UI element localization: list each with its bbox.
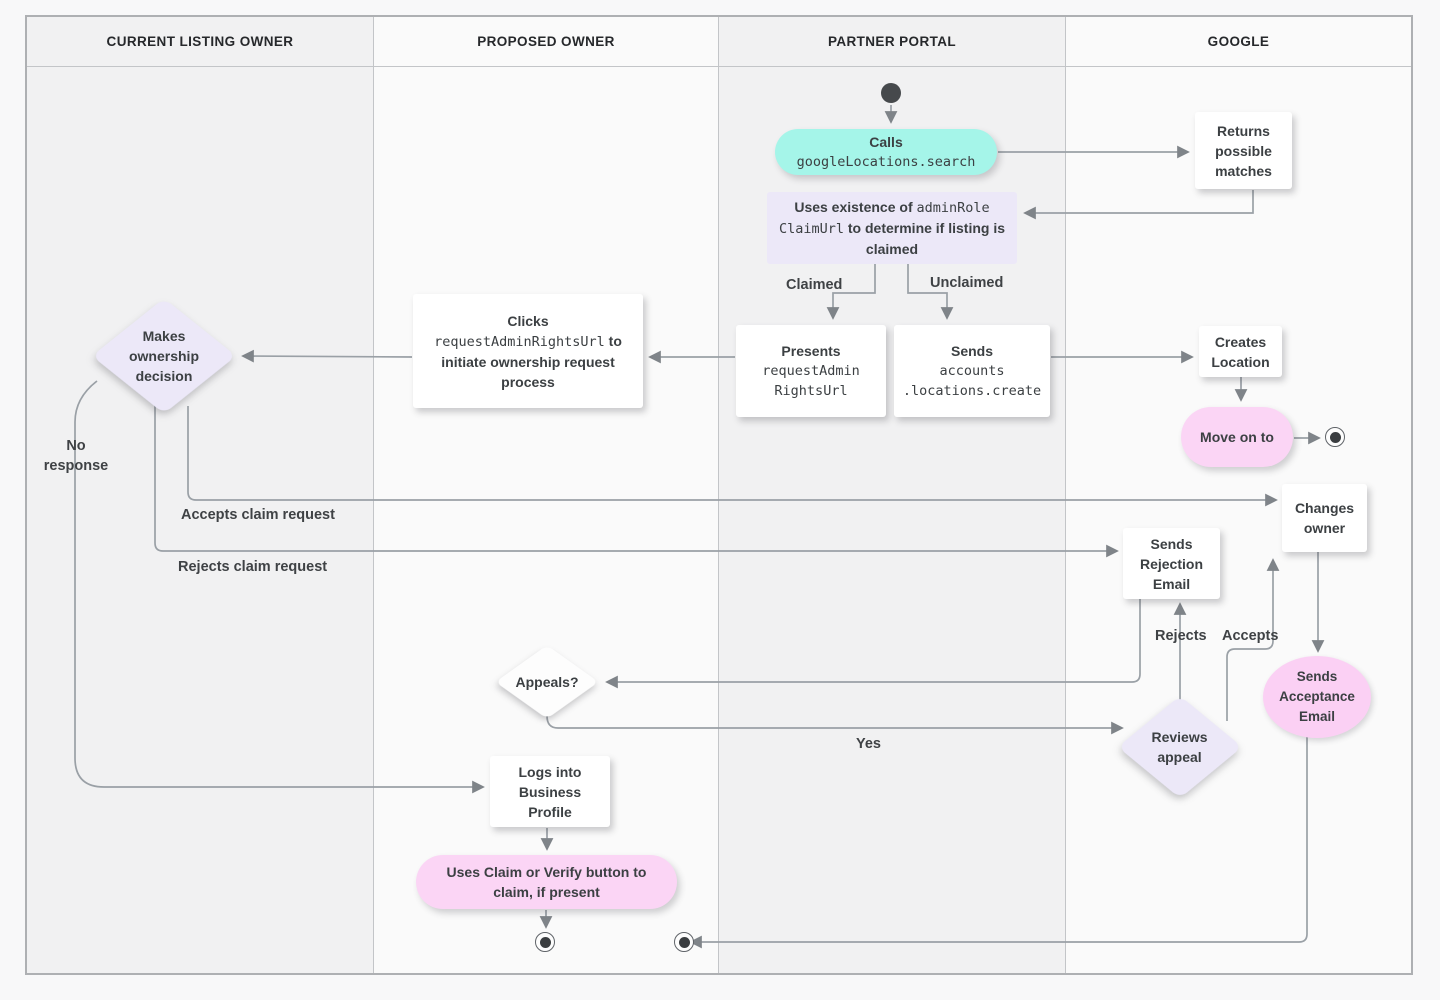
- start-node: [881, 83, 901, 103]
- edge-label-yes: Yes: [856, 736, 881, 752]
- lane-proposed-owner: PROPOSED OWNER: [374, 17, 719, 973]
- final-node-move-on: [1325, 427, 1345, 447]
- node-move-on-to: Move on to: [1181, 407, 1293, 467]
- node-title: Clicks: [507, 312, 549, 329]
- node-code: request​Admin​Rights​Url: [434, 333, 605, 350]
- edge-label-claimed: Claimed: [786, 277, 843, 293]
- node-text-post: to determine if listing is claimed: [847, 220, 1006, 257]
- node-label: Returns possible matches: [1215, 122, 1272, 179]
- node-label: Sends Acceptance Email: [1279, 669, 1355, 724]
- node-returns-possible-matches: Returns possible matches: [1195, 112, 1292, 189]
- lane-header-current-listing-owner: CURRENT LISTING OWNER: [27, 17, 373, 67]
- node-label: Uses Claim or Verify button to claim, if…: [446, 864, 647, 900]
- node-label: Makes ownership decision: [128, 328, 199, 384]
- lane-current-listing-owner: CURRENT LISTING OWNER: [27, 17, 374, 973]
- node-creates-location: Creates Location: [1199, 326, 1282, 377]
- node-logs-into-business-profile: Logs into Business Profile: [490, 756, 610, 827]
- node-title: Calls: [869, 134, 903, 150]
- final-node-acceptance-flow: [674, 932, 694, 952]
- node-presents-requestadminrightsurl: Presents request​Admin​Rights​Url: [736, 325, 886, 417]
- edge-label-unclaimed: Unclaimed: [930, 275, 1004, 291]
- node-label: Reviews appeal: [1151, 728, 1208, 765]
- lane-header-partner-portal: PARTNER PORTAL: [719, 17, 1065, 67]
- node-label: Logs into Business Profile: [518, 763, 582, 820]
- edge-label-accepts: Accepts: [1222, 628, 1279, 644]
- node-clicks-requestadminrightsurl: Clicks request​Admin​Rights​Url to initi…: [413, 294, 643, 408]
- node-appeals-decision: Appeals?: [495, 645, 599, 719]
- node-code: google​Locations​.search: [796, 154, 976, 170]
- final-node-claim-flow: [535, 932, 555, 952]
- node-sends-accounts-locations-create: Sends accounts​.locations​.create: [894, 325, 1050, 417]
- node-title: Presents: [781, 343, 841, 359]
- node-label: Changes owner: [1294, 500, 1355, 536]
- node-sends-acceptance-email: Sends Acceptance Email: [1263, 656, 1371, 738]
- node-title: Sends: [950, 343, 993, 359]
- node-text-pre: Uses existence of: [794, 199, 913, 215]
- edge-label-accepts-claim-request: Accepts claim request: [181, 507, 335, 523]
- node-sends-rejection-email: Sends Rejection Email: [1123, 528, 1220, 599]
- node-label: Sends Rejection Email: [1139, 535, 1203, 592]
- edge-label-no-response: No response: [43, 438, 109, 474]
- node-calls-googlelocations-search: Calls google​Locations​.search: [775, 129, 997, 175]
- node-uses-existence-adminroleclaimurl: Uses existence of admin​Role​Claim​Url t…: [767, 192, 1017, 264]
- edge-label-rejects: Rejects: [1155, 628, 1207, 644]
- node-text-post: to initiate ownership request process: [441, 332, 622, 390]
- node-changes-owner: Changes owner: [1282, 484, 1367, 552]
- node-label: Creates Location: [1211, 333, 1270, 370]
- node-code: admin​Role​Claim​Url: [778, 200, 990, 237]
- node-uses-claim-or-verify: Uses Claim or Verify button to claim, if…: [416, 855, 677, 909]
- edge-label-rejects-claim-request: Rejects claim request: [178, 559, 328, 575]
- node-code: request​Admin​Rights​Url: [762, 363, 860, 399]
- node-label: Move on to: [1200, 429, 1274, 445]
- node-label: Appeals?: [515, 674, 579, 690]
- lane-header-proposed-owner: PROPOSED OWNER: [374, 17, 718, 67]
- node-code: accounts​.locations​.create: [902, 363, 1042, 399]
- node-reviews-appeal: Reviews appeal: [1117, 695, 1242, 798]
- lane-header-google: GOOGLE: [1066, 17, 1411, 67]
- node-makes-ownership-decision: Makes ownership decision: [91, 298, 237, 414]
